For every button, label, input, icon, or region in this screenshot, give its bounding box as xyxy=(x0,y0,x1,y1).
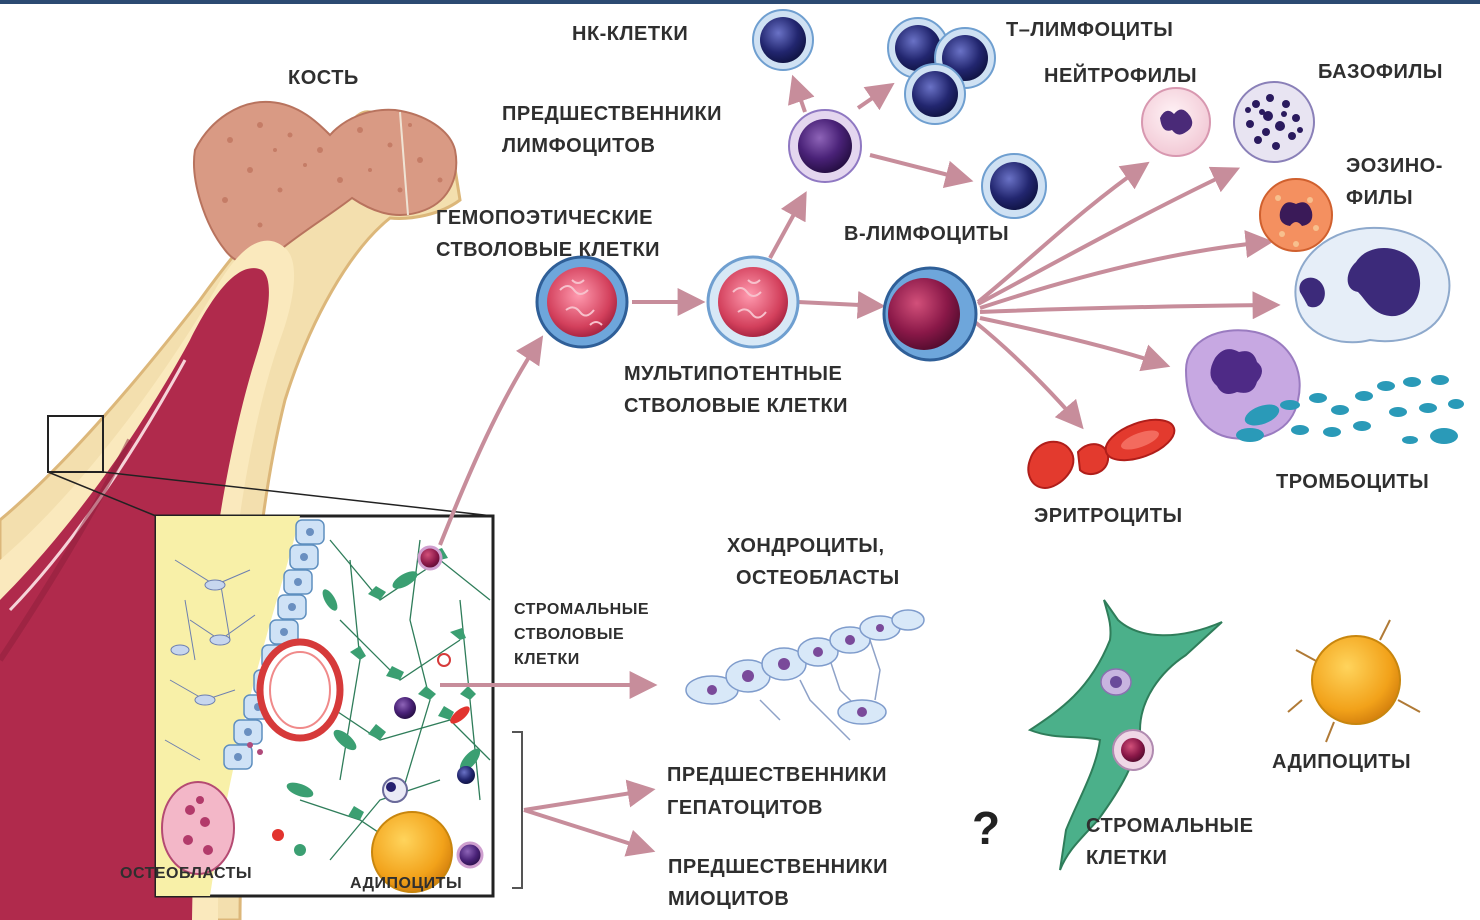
chondrocyte-osteoblast-chain xyxy=(686,610,924,740)
label-stromal-stem-2: СТВОЛОВЫЕ xyxy=(514,625,624,645)
adipocyte-cell xyxy=(1288,620,1420,742)
label-stromal-stem-3: КЛЕТКИ xyxy=(514,650,580,670)
nk-cell xyxy=(753,10,813,70)
b-lymphocyte-cell xyxy=(982,154,1046,218)
multipotent-stem-cell xyxy=(708,257,798,347)
label-myocyte-prec-2: МИОЦИТОВ xyxy=(668,887,789,912)
label-inset-adipocytes: АДИПОЦИТЫ xyxy=(350,874,462,894)
label-stromal-cells-2: КЛЕТКИ xyxy=(1086,846,1167,871)
label-multipotent-2: СТВОЛОВЫЕ КЛЕТКИ xyxy=(624,394,848,419)
lineage-arrows xyxy=(440,80,1275,850)
megakaryocyte-cell xyxy=(1186,330,1300,439)
label-eosinophils-1: ЭОЗИНО- xyxy=(1346,154,1443,179)
label-t-lymphocytes: Т–ЛИМФОЦИТЫ xyxy=(1006,18,1173,43)
label-eosinophils-2: ФИЛЫ xyxy=(1346,186,1413,211)
bone-marrow-inset xyxy=(156,516,522,896)
label-chondro-1: ХОНДРОЦИТЫ, xyxy=(727,534,885,559)
label-platelets: ТРОМБОЦИТЫ xyxy=(1276,470,1429,495)
eosinophil-cell xyxy=(1260,179,1332,251)
basophil-cell xyxy=(1234,82,1314,162)
monocyte-macrophage-cell xyxy=(1295,228,1449,342)
myeloid-progenitor-cell xyxy=(884,268,976,360)
question-mark: ? xyxy=(972,800,1001,858)
label-stromal-stem-1: СТРОМАЛЬНЫЕ xyxy=(514,600,649,620)
label-hepatocyte-prec-1: ПРЕДШЕСТВЕННИКИ xyxy=(667,763,887,788)
label-lymphocyte-precursors-1: ПРЕДШЕСТВЕННИКИ xyxy=(502,102,722,127)
label-neutrophils: НЕЙТРОФИЛЫ xyxy=(1044,64,1197,89)
label-lymphocyte-precursors-2: ЛИМФОЦИТОВ xyxy=(502,134,655,159)
label-bone: КОСТЬ xyxy=(288,66,359,91)
label-stromal-cells-1: СТРОМАЛЬНЫЕ xyxy=(1086,814,1253,839)
label-basophils: БАЗОФИЛЫ xyxy=(1318,60,1443,85)
label-hsc-2: СТВОЛОВЫЕ КЛЕТКИ xyxy=(436,238,660,263)
label-chondro-2: ОСТЕОБЛАСТЫ xyxy=(736,566,900,591)
label-nk-cells: НК-КЛЕТКИ xyxy=(572,22,688,47)
hematopoietic-stem-cell xyxy=(537,257,627,347)
label-inset-osteoblasts: ОСТЕОБЛАСТЫ xyxy=(120,864,252,884)
label-hepatocyte-prec-2: ГЕПАТОЦИТОВ xyxy=(667,796,823,821)
label-myocyte-prec-1: ПРЕДШЕСТВЕННИКИ xyxy=(668,855,888,880)
label-multipotent-1: МУЛЬТИПОТЕНТНЫЕ xyxy=(624,362,842,387)
erythrocytes-group xyxy=(1028,412,1179,488)
label-b-lymphocytes: В-ЛИМФОЦИТЫ xyxy=(844,222,1009,247)
label-adipocytes: АДИПОЦИТЫ xyxy=(1272,750,1411,775)
lymphocyte-precursor-cell xyxy=(789,110,861,182)
label-erythrocytes: ЭРИТРОЦИТЫ xyxy=(1034,504,1183,529)
label-hsc-1: ГЕМОПОЭТИЧЕСКИЕ xyxy=(436,206,653,231)
t-lymphocytes-cluster xyxy=(888,18,995,124)
neutrophil-cell xyxy=(1142,88,1210,156)
